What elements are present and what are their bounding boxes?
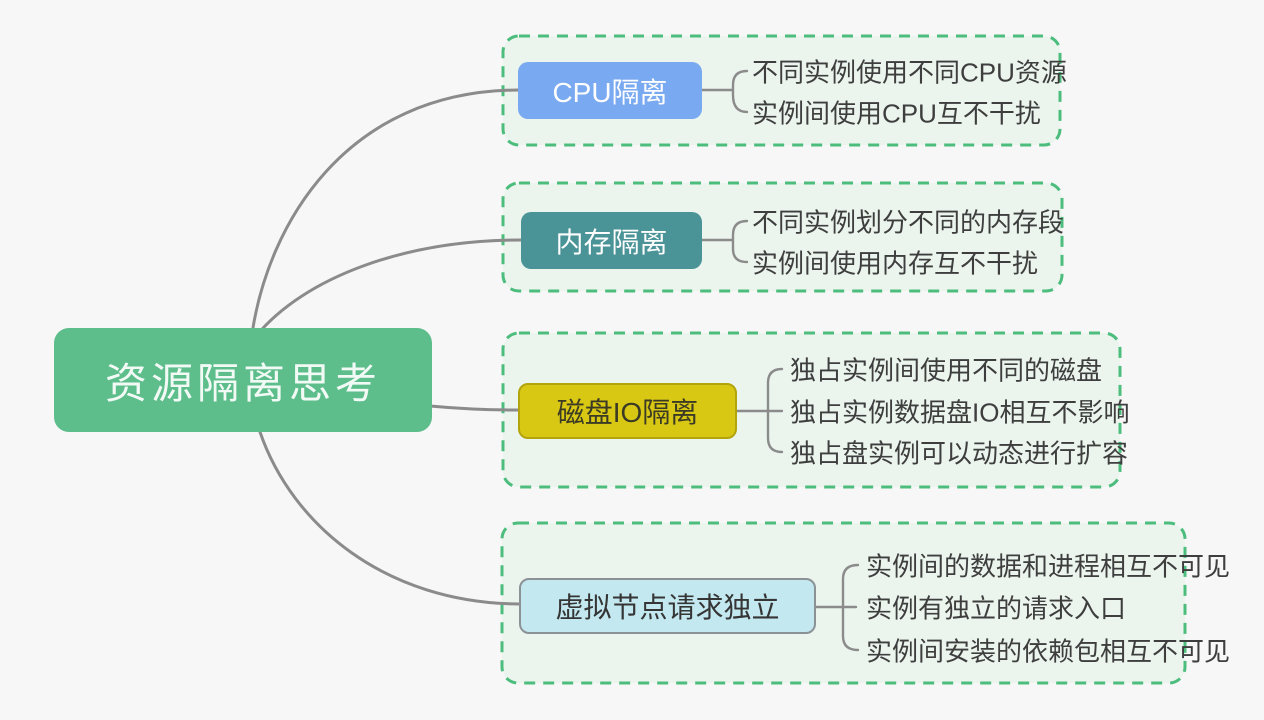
leaf-node[interactable]: 实例间安装的依赖包相互不可见 (866, 636, 1231, 667)
leaf-node[interactable]: 独占实例数据盘IO相互不影响 (790, 397, 1130, 428)
root-node[interactable]: 资源隔离思考 (54, 328, 432, 432)
edge-root-to-disk-io (428, 404, 520, 412)
bracket-cpu (700, 69, 749, 114)
branch-node-cpu[interactable]: CPU隔离 (518, 62, 702, 119)
edge-root-to-virtual-node (258, 430, 521, 606)
leaf-node[interactable]: 不同实例使用不同CPU资源 (752, 57, 1067, 88)
leaf-node[interactable]: 不同实例划分不同的内存段 (752, 207, 1065, 238)
leaf-node[interactable]: 独占实例间使用不同的磁盘 (790, 355, 1103, 386)
leaf-node[interactable]: 实例间使用内存互不干扰 (752, 248, 1039, 279)
bracket-virtual-node (814, 563, 860, 652)
leaf-node[interactable]: 实例间的数据和进程相互不可见 (866, 551, 1231, 582)
edge-root-to-memory (254, 238, 523, 338)
branch-node-virtual-node[interactable]: 虚拟节点请求独立 (519, 578, 816, 634)
leaf-node[interactable]: 独占盘实例可以动态进行扩容 (790, 438, 1129, 469)
bracket-disk-io (735, 367, 784, 454)
branch-node-disk-io[interactable]: 磁盘IO隔离 (518, 383, 737, 439)
leaf-node[interactable]: 实例有独立的请求入口 (866, 593, 1127, 624)
branch-node-memory[interactable]: 内存隔离 (521, 212, 702, 269)
leaf-node[interactable]: 实例间使用CPU互不干扰 (752, 98, 1041, 129)
edge-root-to-cpu (250, 88, 520, 336)
bracket-memory (700, 219, 749, 264)
